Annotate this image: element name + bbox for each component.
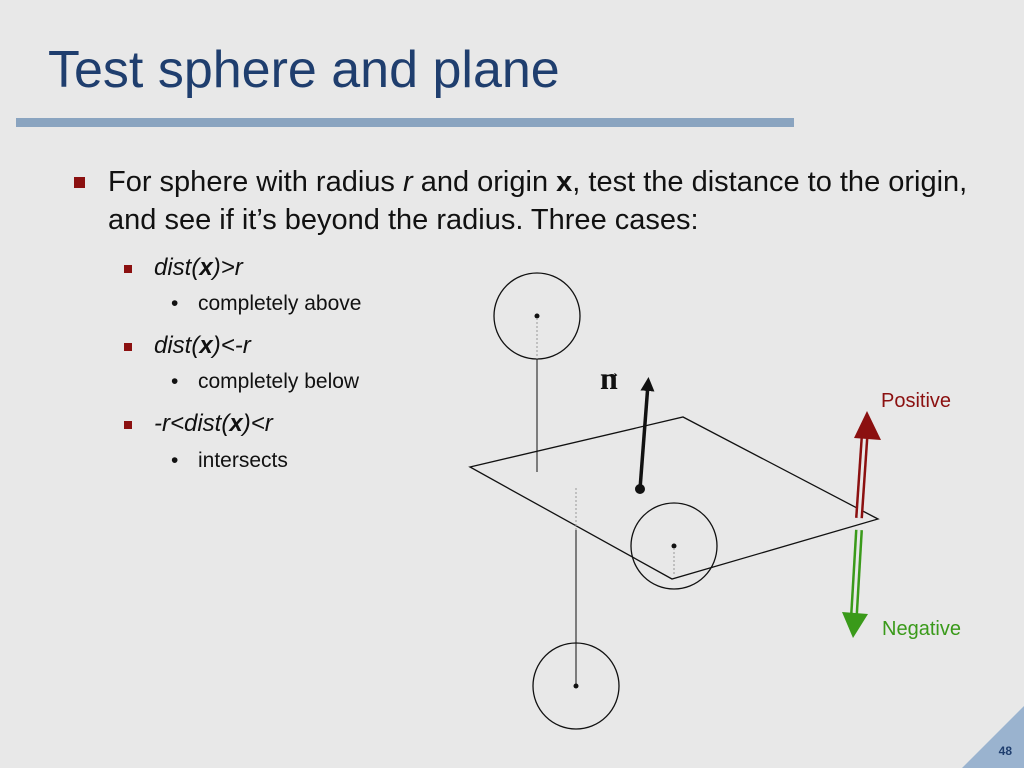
sphere-below-outline	[532, 642, 620, 730]
case-description: completely below	[198, 370, 360, 393]
positive-label: Positive	[881, 390, 952, 412]
square-bullet-icon	[124, 265, 132, 273]
square-bullet-icon	[74, 177, 85, 188]
corner-fold-decoration	[962, 706, 1024, 768]
dot-bullet-icon: •	[171, 292, 179, 315]
sphere-intersecting-center	[671, 543, 677, 549]
text-run: )<-r	[212, 332, 251, 359]
text-run: dist(	[154, 332, 200, 359]
page-number: 48	[998, 744, 1012, 758]
radius-symbol: r	[402, 166, 413, 198]
text-run: dist(	[154, 254, 200, 281]
dot-bullet-icon: •	[171, 370, 179, 393]
normal-arrow	[638, 377, 655, 490]
case-description: intersects	[198, 449, 288, 472]
negative-arrow-shaft-inner	[852, 529, 861, 616]
case-formula: dist(x)>r	[154, 254, 243, 282]
positive-direction-arrow	[854, 411, 881, 519]
positive-arrowhead	[854, 411, 881, 440]
square-bullet-icon	[124, 343, 132, 351]
sphere-below	[532, 488, 620, 730]
negative-label: Negative	[882, 618, 961, 640]
slide-title: Test sphere and plane	[48, 41, 560, 99]
sphere-intersecting-outline	[630, 502, 718, 590]
normal-origin-point	[635, 484, 645, 494]
sphere-intersecting	[630, 502, 718, 590]
dot-bullet-icon: •	[171, 449, 179, 472]
origin-symbol: x	[229, 410, 243, 437]
vector-arrow-accent-icon: →	[603, 362, 621, 382]
text-run: , test the distance to the origin, and s…	[108, 166, 968, 236]
text-run: and origin	[412, 166, 557, 198]
plane-outline	[468, 416, 880, 580]
case-description: completely above	[198, 292, 362, 315]
sphere-below-center	[573, 683, 579, 689]
text-run: For sphere with radius	[108, 166, 403, 198]
sphere-above	[493, 272, 581, 472]
text-run: -r<dist(	[154, 410, 230, 437]
positive-arrow-shaft-inner	[857, 429, 867, 519]
main-bullet-text: For sphere with radius r and origin x, t…	[108, 163, 988, 239]
normal-label: n	[600, 360, 618, 396]
square-bullet-icon	[124, 421, 132, 429]
sphere-above-center	[534, 313, 540, 319]
text-run: )>r	[212, 254, 243, 281]
origin-symbol: x	[556, 166, 573, 198]
origin-symbol: x	[199, 332, 213, 359]
text-run: )<r	[242, 410, 273, 437]
title-divider	[16, 118, 794, 127]
normal-vector	[635, 377, 655, 494]
negative-arrowhead	[842, 612, 868, 638]
negative-direction-arrow	[842, 529, 868, 638]
case-formula: -r<dist(x)<r	[154, 410, 273, 438]
case-formula: dist(x)<-r	[154, 332, 251, 360]
origin-symbol: x	[199, 254, 213, 281]
